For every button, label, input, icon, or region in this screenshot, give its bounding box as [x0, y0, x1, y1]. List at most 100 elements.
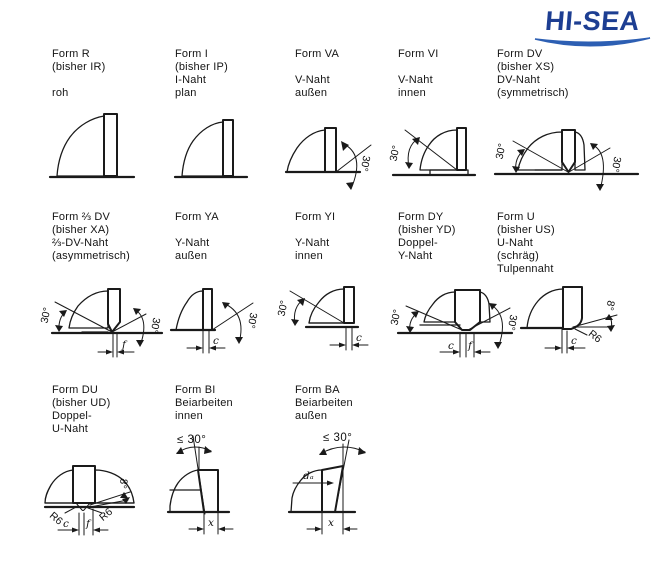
- form-desc: außen: [295, 87, 328, 99]
- diagram-form-ba: ≤ 30° dₐ x: [287, 432, 366, 535]
- form-alias: (bisher IP): [175, 61, 228, 73]
- form-seam: Doppel-: [398, 237, 438, 249]
- form-seam: Doppel-: [52, 410, 92, 422]
- dimension-c: c: [186, 329, 226, 354]
- form-r-label: Form R (bisher IR) roh: [52, 48, 106, 100]
- form-desc: (symmetrisch): [497, 87, 569, 99]
- diagram-form-ya: 30° c: [169, 288, 259, 354]
- dimension-x: x: [306, 511, 358, 535]
- bevel-angle-right: 30°: [467, 303, 520, 349]
- form-title: Form VA: [295, 48, 339, 60]
- form-title: Form VI: [398, 48, 439, 60]
- form-title: Form DY: [398, 211, 444, 223]
- dimension-c: c: [329, 326, 369, 351]
- form-spacer: [295, 61, 339, 74]
- diagram-form-vi: 30°: [388, 127, 477, 177]
- form-desc: außen: [175, 250, 208, 262]
- form-seam: Beiarbeiten: [175, 397, 233, 409]
- angle-label-right: 30°: [358, 155, 373, 173]
- piece-outline: [48, 113, 136, 179]
- form-desc: plan: [175, 87, 197, 99]
- dim-label-x: x: [328, 517, 334, 529]
- diagram-form-bi: ≤ 30° x: [166, 434, 234, 535]
- angle-label-right: 30°: [148, 317, 163, 335]
- dimension-f: f: [97, 332, 135, 358]
- dim-label-f: f: [121, 339, 128, 351]
- dim-label-f: f: [85, 518, 92, 530]
- piece-outline: [173, 119, 249, 179]
- form-desc: roh: [52, 87, 69, 99]
- diagram-form-r: [48, 113, 136, 179]
- form-spacer: [52, 74, 106, 87]
- logo-swoosh-icon: [534, 37, 651, 47]
- form-dy-label: Form DY (bisher YD) Doppel- Y-Naht: [398, 211, 456, 263]
- dim-label-c: c: [448, 340, 454, 352]
- angle-label-left: 30°: [276, 299, 291, 317]
- form-23dv-label: Form ⅔ DV (bisher XA) ⅔-DV-Naht (asymmet…: [52, 211, 130, 263]
- piece-outline: [50, 288, 164, 335]
- form-desc: Y-Naht: [398, 250, 433, 262]
- form-seam: V-Naht: [295, 74, 330, 86]
- form-alias: (bisher US): [497, 224, 555, 236]
- angle-label-top: ≤ 30°: [323, 432, 352, 444]
- dimension-c: c: [544, 328, 586, 354]
- bevel-angle: 30°: [276, 290, 345, 326]
- form-alias: (bisher YD): [398, 224, 456, 236]
- angle-label-left: 30°: [388, 144, 403, 162]
- form-desc: U-Naht: [52, 423, 89, 435]
- diagram-form-dy: 30° 30° c f: [389, 289, 520, 358]
- form-seam: I-Naht: [175, 74, 207, 86]
- piece-outline: [166, 469, 231, 514]
- piece-outline: [43, 465, 136, 511]
- dim-label-c: c: [63, 518, 69, 530]
- form-title: Form DV: [497, 48, 543, 60]
- form-desc: (asymmetrisch): [52, 250, 130, 262]
- hi-sea-logo[interactable]: HI-SEA: [532, 6, 653, 55]
- form-bi-label: Form BI Beiarbeiten innen: [175, 384, 233, 423]
- form-du-label: Form DU (bisher UD) Doppel- U-Naht: [52, 384, 110, 436]
- form-title: Form I: [175, 48, 208, 60]
- form-title: Form YA: [175, 211, 219, 223]
- form-alias: (bisher XS): [497, 61, 555, 73]
- radius-label-right: R6: [97, 506, 115, 524]
- piece-outline: [284, 127, 362, 174]
- form-title: Form DU: [52, 384, 99, 396]
- form-title: Form YI: [295, 211, 336, 223]
- angle-label-right: 8°: [603, 300, 617, 312]
- form-vi-label: Form VI V-Naht innen: [398, 48, 439, 100]
- dim-label-c: c: [571, 335, 577, 347]
- angle-label-right: 30°: [505, 314, 520, 332]
- form-seam: ⅔-DV-Naht: [52, 237, 109, 249]
- dim-label-f: f: [467, 340, 474, 352]
- diagram-form-i: [173, 119, 249, 179]
- form-spacer: [175, 224, 219, 237]
- form-alias: (bisher IR): [52, 61, 106, 73]
- dim-label-c: c: [213, 335, 219, 347]
- form-alias: (bisher XA): [52, 224, 110, 236]
- diagram-form-va: 30°: [284, 127, 373, 190]
- diagram-form-du: 8° R6 R6 c f: [43, 465, 136, 536]
- form-alias: (bisher UD): [52, 397, 111, 409]
- form-desc: innen: [175, 410, 203, 422]
- form-title: Form ⅔ DV: [52, 211, 111, 223]
- form-seam: U-Naht: [497, 237, 534, 249]
- piece-outline: [519, 286, 583, 330]
- dimension-c-f: c f: [439, 332, 491, 358]
- logo-text: HI-SEA: [543, 6, 642, 36]
- dimension-x: x: [188, 511, 234, 535]
- form-desc: außen: [295, 410, 328, 422]
- bevel-angle-right: 30°: [568, 143, 624, 191]
- diagram-form-u: 8° R6 c: [519, 286, 618, 354]
- depth-label: dₐ: [303, 470, 314, 482]
- form-va-label: Form VA V-Naht außen: [295, 48, 339, 100]
- form-title: Form U: [497, 211, 535, 223]
- form-dv-label: Form DV (bisher XS) DV-Naht (symmetrisch…: [497, 48, 569, 100]
- angle-label-right: 30°: [609, 156, 624, 174]
- form-seam: Y-Naht: [175, 237, 210, 249]
- diagram-form-23dv: 30° 30° f: [39, 288, 164, 358]
- form-seam: Beiarbeiten: [295, 397, 353, 409]
- depth-annotation: dₐ: [292, 470, 334, 486]
- angle-label-left: 30°: [389, 308, 404, 326]
- angle-label-left: 30°: [39, 306, 54, 324]
